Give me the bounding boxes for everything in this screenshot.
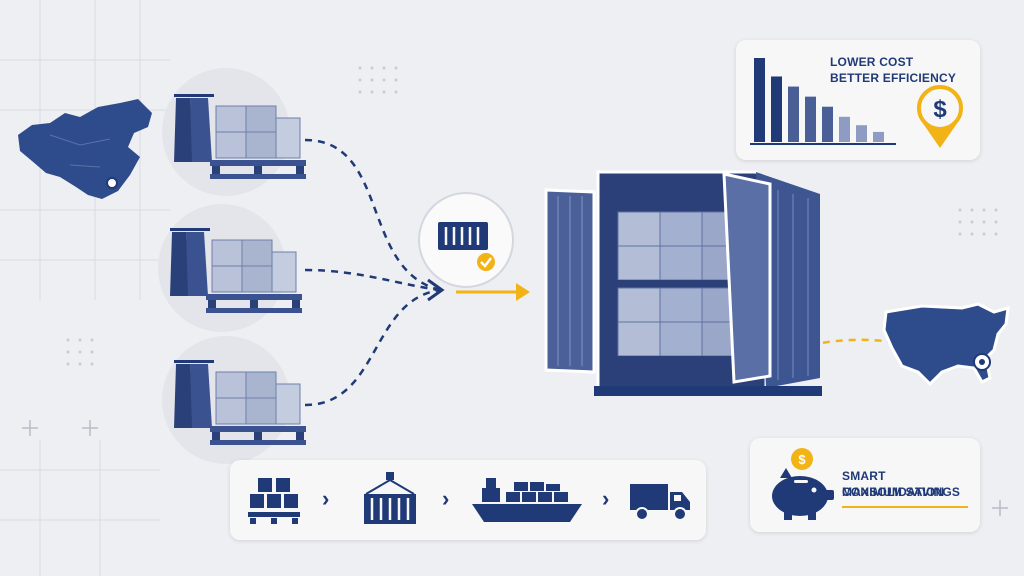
garment-pallet-icon xyxy=(170,228,302,313)
process-card: › › › xyxy=(230,460,706,540)
supplier-shipment-1 xyxy=(174,94,306,179)
savings-line-2: MAXIMUM SAVINGS xyxy=(842,485,961,499)
cost-bar xyxy=(771,76,782,142)
garment-pallet-icon xyxy=(174,94,306,179)
china-map-icon xyxy=(18,99,152,199)
svg-text:$: $ xyxy=(798,452,806,467)
crane-container-icon xyxy=(364,472,416,524)
delivery-truck-icon xyxy=(630,484,690,521)
dollar-down-icon: $ xyxy=(917,85,963,148)
savings-line-1: SMART CONSOLIDATION xyxy=(842,469,945,499)
cost-bar xyxy=(805,96,816,142)
cost-bar-chart xyxy=(750,58,896,145)
cost-bar xyxy=(822,106,833,142)
supplier-shipment-3 xyxy=(174,360,306,445)
step-arrow-2: › xyxy=(442,486,450,511)
savings-underline xyxy=(842,506,968,508)
cost-bar xyxy=(856,125,867,142)
garment-pallet-icon xyxy=(174,360,306,445)
container-check-icon xyxy=(438,222,495,271)
svg-text:$: $ xyxy=(933,96,947,123)
cost-line-1: LOWER COST xyxy=(830,55,914,69)
piggy-bank-icon: $ xyxy=(772,448,834,520)
cost-bar xyxy=(788,86,799,142)
cost-card: LOWER COST BETTER EFFICIENCY $ xyxy=(736,40,980,160)
step-arrow-1: › xyxy=(322,486,330,511)
savings-card: $ SMART CONSOLIDATION MAXIMUM SAVINGS xyxy=(750,438,980,532)
cost-bar xyxy=(873,131,884,142)
cost-line-2: BETTER EFFICIENCY xyxy=(830,71,957,85)
step-arrow-3: › xyxy=(602,486,610,511)
usa-map-icon xyxy=(882,302,1010,387)
cost-bar xyxy=(754,58,765,142)
cost-bar xyxy=(839,116,850,142)
shipping-container xyxy=(544,170,822,396)
supplier-shipment-2 xyxy=(170,228,302,313)
packed-boxes-icon xyxy=(248,478,300,524)
cargo-ship-icon xyxy=(472,478,582,522)
